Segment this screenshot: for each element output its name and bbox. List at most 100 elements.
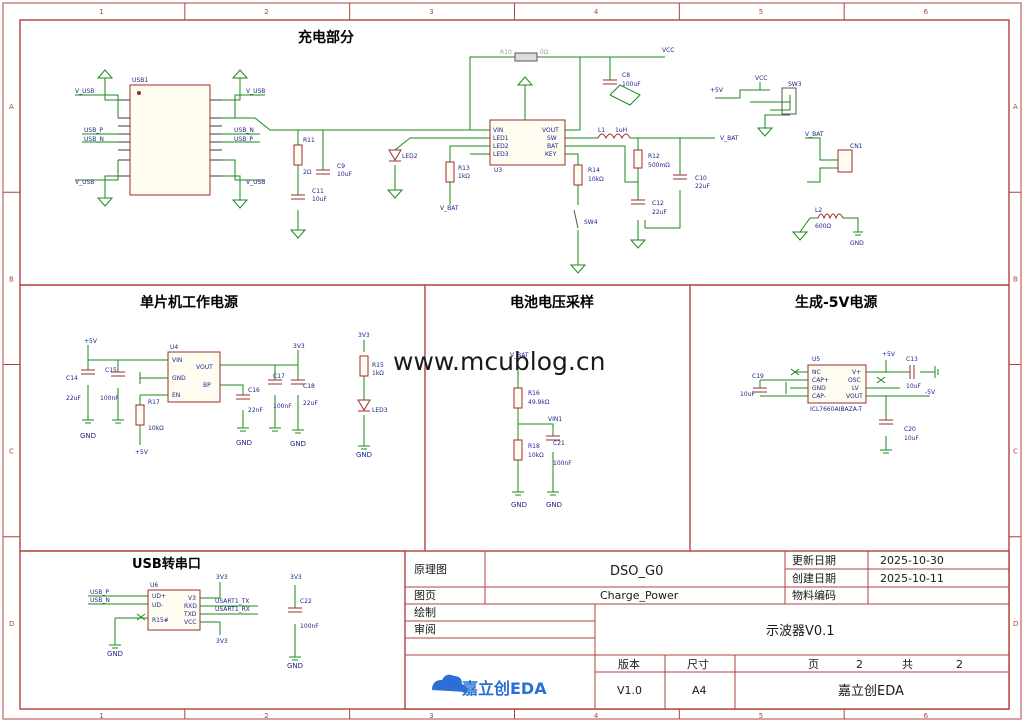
svg-text:3V3: 3V3 — [358, 332, 370, 339]
svg-text:2: 2 — [856, 658, 863, 671]
svg-text:V_USB: V_USB — [75, 179, 94, 186]
svg-text:C20: C20 — [904, 426, 916, 433]
page-name: Charge_Power — [600, 589, 679, 602]
svg-text:+5V: +5V — [84, 338, 98, 345]
schematic-name: DSO_G0 — [610, 564, 663, 579]
svg-text:22nF: 22nF — [248, 407, 263, 414]
svg-text:USB_P: USB_P — [90, 589, 109, 596]
usb-uart-circuit — [88, 582, 302, 661]
svg-text:10uF: 10uF — [906, 383, 921, 390]
u4-body — [167, 351, 221, 403]
svg-text:BAT: BAT — [547, 143, 559, 150]
frame-col-label-bottom: 3 — [429, 712, 433, 720]
frame-row-label-right: C — [1013, 448, 1018, 456]
svg-text:600Ω: 600Ω — [815, 223, 831, 230]
svg-text:U6: U6 — [150, 582, 158, 589]
svg-text:0Ω: 0Ω — [540, 49, 549, 56]
section-title-battery-sampling: 电池电压采样 — [510, 294, 594, 311]
svg-text:V_BAT: V_BAT — [440, 205, 459, 212]
title-block: 原理图 DSO_G0 更新日期 2025-10-30 创建日期 2025-10-… — [404, 550, 1010, 710]
svg-text:USB_P: USB_P — [234, 136, 253, 143]
svg-text:C16: C16 — [248, 387, 260, 394]
svg-text:V_USB: V_USB — [75, 88, 94, 95]
svg-text:LED1: LED1 — [493, 135, 509, 142]
svg-text:C17: C17 — [273, 373, 285, 380]
jlc-eda-logo: 嘉立创EDA — [432, 674, 547, 698]
u5-body — [807, 364, 867, 404]
svg-text:BP: BP — [203, 382, 211, 389]
svg-text:嘉立创EDA: 嘉立创EDA — [461, 679, 547, 698]
svg-text:3V3: 3V3 — [293, 343, 305, 350]
svg-text:共: 共 — [902, 658, 913, 671]
svg-text:10kΩ: 10kΩ — [588, 176, 604, 183]
svg-text:GND: GND — [850, 240, 864, 247]
svg-text:VOUT: VOUT — [196, 364, 213, 371]
svg-text:UD+: UD+ — [152, 593, 166, 600]
svg-text:NC: NC — [812, 369, 821, 376]
svg-text:V_BAT: V_BAT — [720, 135, 739, 142]
svg-text:R14: R14 — [588, 167, 600, 174]
svg-text:USART1_TX: USART1_TX — [215, 598, 249, 605]
svg-text:V_BAT: V_BAT — [510, 352, 529, 359]
svg-text:LED2: LED2 — [493, 143, 509, 150]
svg-text:R10: R10 — [500, 49, 512, 56]
frame-row-label-left: B — [9, 275, 14, 283]
svg-text:C9: C9 — [337, 163, 345, 170]
frame-col-label-bottom: 1 — [99, 712, 103, 720]
charging-labels: USB1 V_USB USB_P USB_N V_USB V_USB USB_N… — [75, 47, 864, 247]
svg-text:+5V: +5V — [882, 351, 896, 358]
svg-text:KEY: KEY — [545, 151, 557, 158]
svg-text:500mΩ: 500mΩ — [648, 162, 670, 169]
svg-text:2: 2 — [956, 658, 963, 671]
svg-text:R11: R11 — [303, 137, 315, 144]
svg-text:10kΩ: 10kΩ — [528, 452, 544, 459]
svg-text:LED3: LED3 — [372, 407, 388, 414]
svg-text:绘制: 绘制 — [414, 605, 436, 619]
svg-text:1kΩ: 1kΩ — [372, 370, 384, 377]
svg-text:V+: V+ — [852, 369, 861, 376]
u3-body — [489, 119, 566, 166]
svg-text:+5V: +5V — [710, 87, 724, 94]
svg-text:C18: C18 — [303, 383, 315, 390]
frame-col-label-bottom: 6 — [924, 712, 929, 720]
svg-text:10uF: 10uF — [312, 196, 327, 203]
svg-text:更新日期: 更新日期 — [792, 553, 836, 567]
svg-text:审阅: 审阅 — [414, 622, 436, 636]
usb1-body — [129, 84, 211, 196]
svg-text:-5V: -5V — [925, 389, 936, 396]
svg-text:LED2: LED2 — [402, 153, 418, 160]
svg-text:R15#: R15# — [152, 617, 169, 624]
svg-text:USB_P: USB_P — [84, 127, 103, 134]
svg-text:100nF: 100nF — [100, 395, 119, 402]
svg-text:2025-10-30: 2025-10-30 — [880, 554, 944, 567]
svg-text:GND: GND — [356, 451, 372, 459]
svg-text:1kΩ: 1kΩ — [458, 173, 470, 180]
battery-sampling-labels: V_BAT R16 49.9kΩ VIN1 C21 100nF R18 10kΩ… — [510, 352, 572, 509]
svg-text:GND: GND — [290, 440, 306, 448]
svg-text:GND: GND — [172, 375, 186, 382]
svg-text:GND: GND — [236, 439, 252, 447]
svg-text:UD-: UD- — [152, 602, 163, 609]
svg-text:RXD: RXD — [184, 603, 197, 610]
svg-text:C22: C22 — [300, 598, 312, 605]
frame-row-label-right: B — [1013, 275, 1018, 283]
svg-text:C13: C13 — [906, 356, 918, 363]
r10-body — [514, 52, 538, 62]
svg-text:V3: V3 — [188, 595, 196, 602]
frame-col-label-top: 1 — [99, 8, 103, 16]
svg-text:C12: C12 — [652, 200, 664, 207]
svg-text:GND: GND — [511, 501, 527, 509]
svg-text:GND: GND — [287, 662, 303, 670]
svg-text:C21: C21 — [553, 440, 565, 447]
svg-text:LED3: LED3 — [493, 151, 509, 158]
svg-text:C14: C14 — [66, 375, 78, 382]
svg-text:49.9kΩ: 49.9kΩ — [528, 399, 550, 406]
svg-text:GND: GND — [546, 501, 562, 509]
svg-text:创建日期: 创建日期 — [792, 571, 836, 585]
neg5v-circuit — [753, 360, 939, 454]
svg-text:VIN: VIN — [493, 127, 503, 134]
frame-row-label-right: A — [1013, 103, 1018, 111]
svg-text:页: 页 — [808, 658, 819, 671]
svg-text:R16: R16 — [528, 390, 540, 397]
